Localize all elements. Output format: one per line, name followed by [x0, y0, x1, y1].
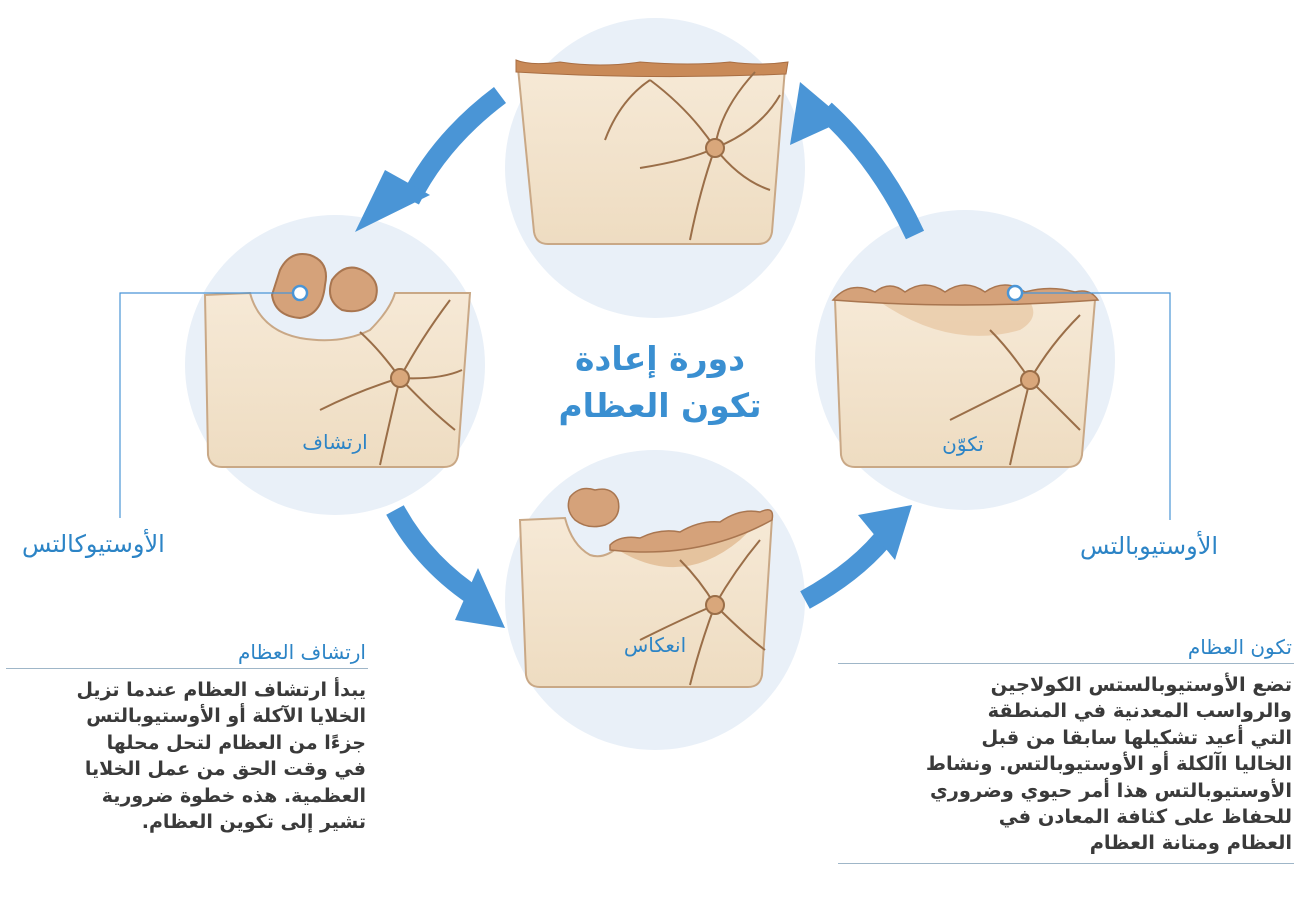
formation-line: للحفاظ على كثافة المعادن في [838, 804, 1292, 830]
arrow-head-top [790, 82, 845, 145]
arrow-right-to-top [825, 110, 915, 235]
formation-line: العظام ومتانة العظام [838, 830, 1292, 856]
resorption-line: يبدأ ارتشاف العظام عندما تزيل [6, 677, 366, 703]
formation-line: الخاليا اآلكلة أو الأوستيوبالتس. ونشاط [838, 751, 1292, 777]
formation-line: الأوستيوبالتس هذا أمر حيوي وضروري [838, 778, 1292, 804]
resorption-panel-body: يبدأ ارتشاف العظام عندما تزيل الخلايا ال… [6, 669, 368, 835]
resorption-info-panel: ارتشاف العظام يبدأ ارتشاف العظام عندما ت… [6, 640, 368, 835]
label-osteoblasts: الأوستيوبالتس [1080, 532, 1218, 560]
formation-info-panel: تكون العظام تضع الأوستيوبالستس الكولاجين… [838, 635, 1294, 864]
resorption-line: الخلايا الآكلة أو الأوستيوبالتس [6, 703, 366, 729]
arrow-left-to-bottom [395, 510, 480, 600]
diagram-title-line1: دورة إعادة [490, 335, 830, 382]
osteoclast-cell-2 [330, 268, 377, 312]
resorption-line: في وقت الحق من عمل الخلايا [6, 756, 366, 782]
formation-line: التي أعيد تشكيلها سابقا من قبل [838, 725, 1292, 751]
resorption-line: تشير إلى تكوين العظام. [6, 809, 366, 835]
formation-panel-divider [838, 863, 1294, 864]
stage-label-formation: تكوّن [883, 432, 1043, 456]
diagram-title: دورة إعادة تكون العظام [490, 335, 830, 429]
formation-panel-title: تكون العظام [838, 635, 1294, 664]
resorption-panel-title: ارتشاف العظام [6, 640, 368, 669]
formation-line: والرواسب المعدنية في المنطقة [838, 698, 1292, 724]
arrow-bottom-to-right [805, 530, 890, 600]
stage-label-reversal: انعكاس [575, 633, 735, 657]
resorption-line: العظمية. هذه خطوة ضرورية [6, 783, 366, 809]
resorption-line: جزءًا من العظام لتحل محلها [6, 730, 366, 756]
stage-label-resorption: ارتشاف [255, 430, 415, 454]
resting-bone-block [516, 60, 788, 244]
formation-line: تضع الأوستيوبالستس الكولاجين [838, 672, 1292, 698]
osteoclast-pointer-dot [293, 286, 307, 300]
osteoclast-cell-detached [568, 489, 618, 527]
arrow-top-to-left [410, 95, 500, 200]
osteoblast-pointer-dot [1008, 286, 1022, 300]
diagram-title-line2: تكون العظام [490, 382, 830, 429]
formation-panel-body: تضع الأوستيوبالستس الكولاجين والرواسب ال… [838, 664, 1294, 857]
label-osteoclasts: الأوستيوكالتس [22, 530, 165, 558]
